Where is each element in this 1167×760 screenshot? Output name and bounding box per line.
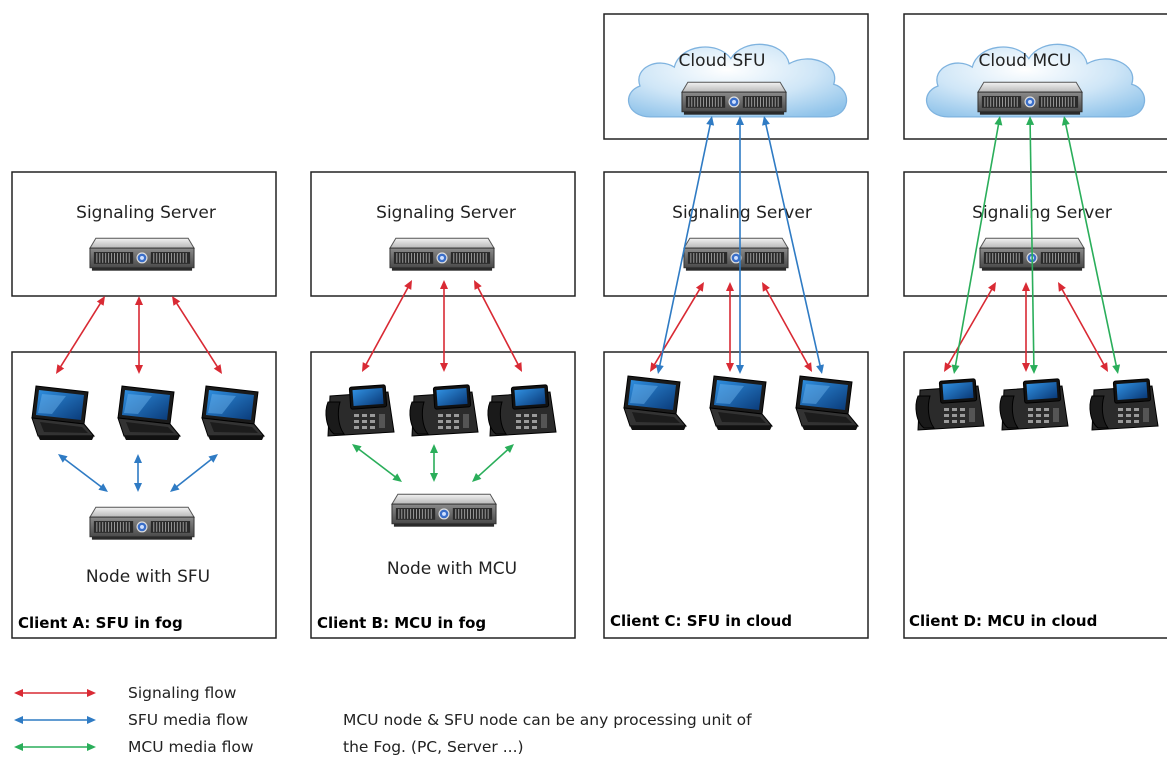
client-d-caption: Client D: MCU in cloud	[909, 612, 1097, 630]
sfu-media-arrow	[655, 116, 715, 374]
signaling-arrow	[56, 296, 105, 374]
mcu-media-arrow	[1061, 116, 1121, 374]
laptop-icon	[201, 385, 265, 441]
client-c-caption: Client C: SFU in cloud	[610, 612, 792, 630]
legend-arrow-signaling	[14, 689, 96, 697]
cloud-sfu-server-icon	[681, 81, 787, 116]
legend-sfu-label: SFU media flow	[128, 711, 248, 729]
signaling-arrow	[726, 282, 734, 372]
mcu-media-arrow	[430, 444, 438, 482]
signaling-arrow	[762, 282, 812, 372]
mcu-node-server-icon	[391, 493, 497, 528]
signaling-box-b	[310, 171, 576, 297]
sfu-node-server-icon	[89, 506, 195, 541]
mcu-media-arrow	[951, 116, 1003, 374]
client-a-caption: Client A: SFU in fog	[18, 614, 183, 632]
laptop-icon	[709, 375, 773, 431]
sfu-media-arrow	[170, 454, 218, 492]
legend-mcu-label: MCU media flow	[128, 738, 254, 756]
legend-arrow-sfu	[14, 716, 96, 724]
note-line-1: MCU node & SFU node can be any processin…	[343, 711, 752, 729]
signaling-arrow	[362, 280, 412, 372]
signaling-arrow	[650, 282, 704, 372]
mcu-media-arrow	[1026, 116, 1038, 374]
signaling-arrow	[944, 282, 996, 372]
signaling-box-d	[903, 171, 1167, 297]
signaling-arrow	[135, 296, 143, 374]
legend-signaling-label: Signaling flow	[128, 684, 237, 702]
cloud-mcu-label: Cloud MCU	[979, 51, 1072, 71]
mcu-media-arrow	[472, 444, 514, 482]
laptop-icon	[623, 375, 687, 431]
sfu-media-arrow	[736, 116, 744, 374]
signaling-server-label: Signaling Server	[76, 203, 216, 223]
laptop-icon	[31, 385, 95, 441]
laptop-icon	[117, 385, 181, 441]
note-line-2: the Fog. (PC, Server ...)	[343, 738, 524, 756]
laptop-icon	[795, 375, 859, 431]
server-icon	[683, 237, 789, 272]
client-b-caption: Client B: MCU in fog	[317, 614, 486, 632]
server-icon	[389, 237, 495, 272]
signaling-server-label: Signaling Server	[672, 203, 812, 223]
cloud-mcu-server-icon	[977, 81, 1083, 116]
sfu-media-arrow	[762, 116, 824, 374]
legend-arrow-mcu	[14, 743, 96, 751]
sfu-media-arrow	[134, 454, 142, 492]
signaling-arrow	[1022, 282, 1030, 372]
mcu-media-arrow	[352, 444, 402, 482]
signaling-box-c	[603, 171, 869, 297]
signaling-server-label: Signaling Server	[376, 203, 516, 223]
server-icon	[89, 237, 195, 272]
signaling-arrow	[440, 280, 448, 372]
signaling-arrow	[474, 280, 522, 372]
node-mcu-label: Node with MCU	[387, 559, 517, 579]
sfu-media-arrow	[58, 454, 108, 492]
signaling-arrow	[1058, 282, 1108, 372]
legend	[14, 689, 96, 751]
flow-arrows	[56, 116, 1121, 492]
signaling-arrow	[172, 296, 222, 374]
cloud-sfu-label: Cloud SFU	[679, 51, 766, 71]
signaling-box-a	[11, 171, 277, 297]
node-sfu-label: Node with SFU	[86, 567, 210, 587]
signaling-server-label: Signaling Server	[972, 203, 1112, 223]
